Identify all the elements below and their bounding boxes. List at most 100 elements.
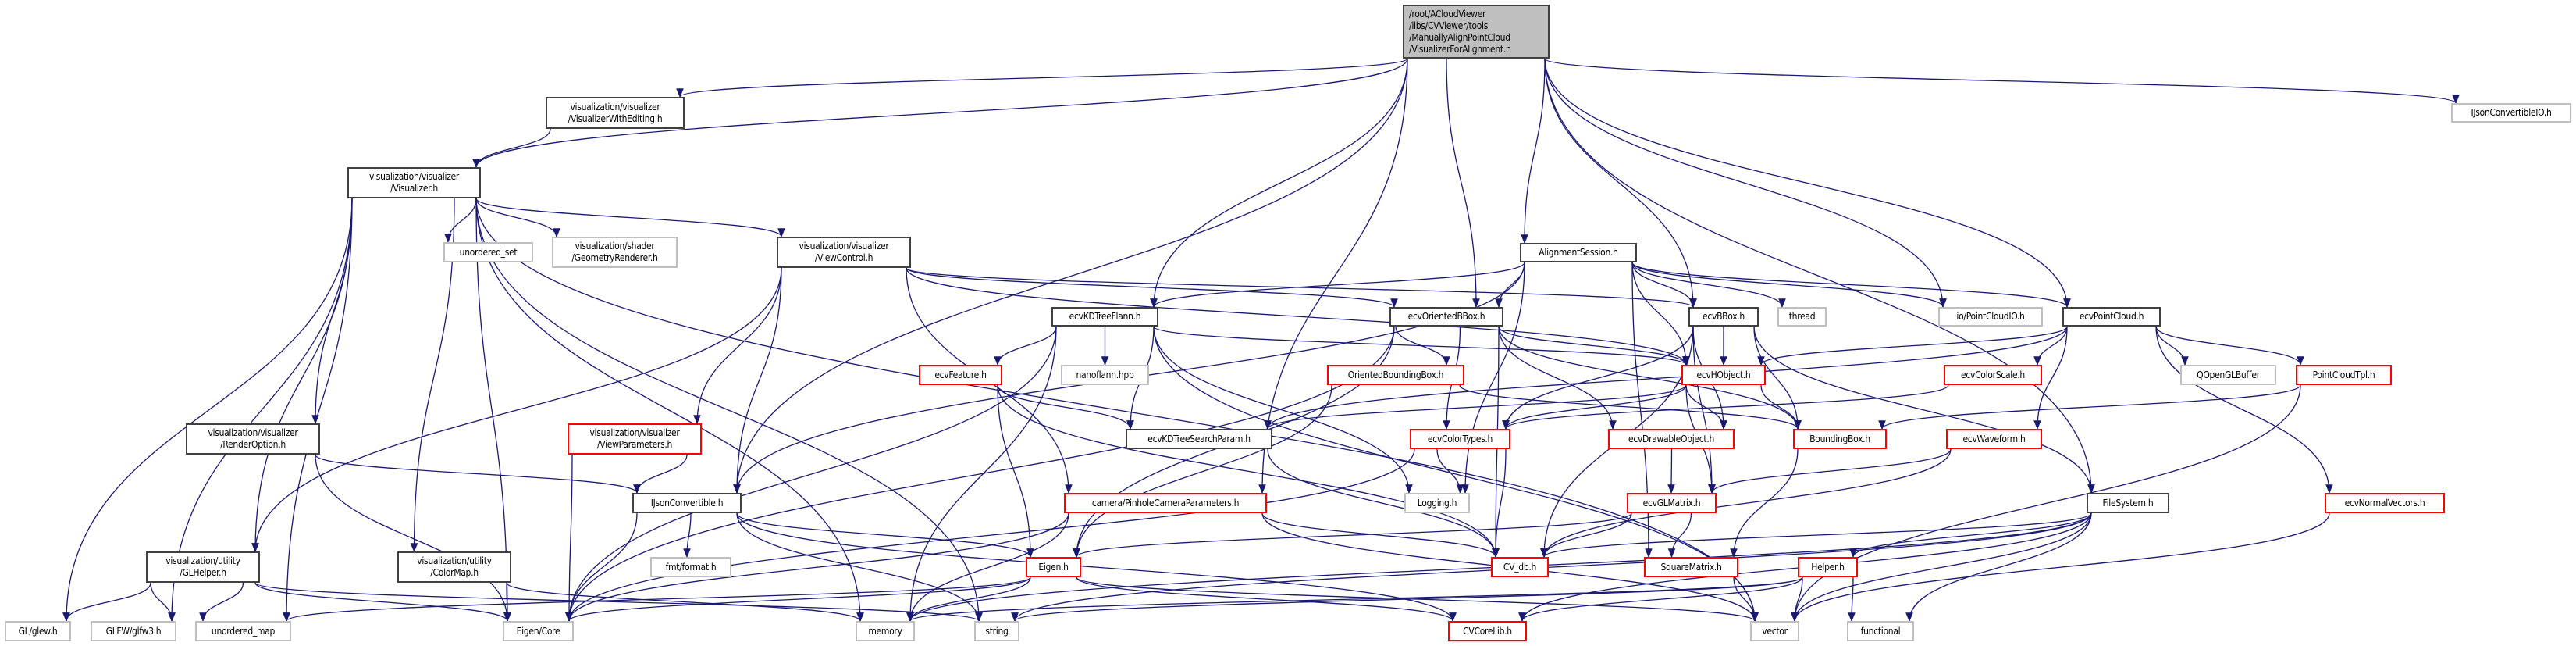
node-dobj[interactable]: ecvDrawableObject.h [1608, 429, 1735, 449]
edge-vis-to-vc [475, 198, 785, 238]
edge-pc-to-wave [2033, 326, 2068, 430]
node-label: visualization/utility [417, 555, 492, 566]
edge-glh-to-str [254, 582, 983, 623]
node-label: /GeometryRenderer.h [571, 252, 658, 263]
node-vp[interactable]: visualization/visualizer/ViewParameters.… [568, 423, 702, 455]
edge-vc-to-hobj [906, 267, 1690, 366]
edge-root-to-pc [1544, 58, 2071, 309]
edge-feat-to-kdsp [997, 384, 1134, 430]
node-bbox[interactable]: ecvBBox.h [1688, 307, 1759, 327]
edge-wave-to-cvdb [1540, 448, 1952, 559]
node-kdf[interactable]: ecvKDTreeFlann.h [1051, 307, 1158, 327]
node-ecore: Eigen/Core [503, 621, 574, 641]
node-kdsp[interactable]: ecvKDTreeSearchParam.h [1126, 429, 1272, 449]
edge-ijc-to-fmt [683, 512, 692, 559]
node-sqm[interactable]: SquareMatrix.h [1644, 557, 1738, 577]
node-fs[interactable]: FileSystem.h [2087, 493, 2169, 513]
edge-obbx-to-eigen [1073, 384, 1332, 559]
node-feat[interactable]: ecvFeature.h [919, 365, 1002, 385]
node-cscale[interactable]: ecvColorScale.h [1944, 365, 2042, 385]
node-label: ecvKDTreeSearchParam.h [1147, 433, 1251, 444]
node-label: ecvHObject.h [1696, 369, 1751, 380]
node-align[interactable]: AlignmentSession.h [1520, 243, 1637, 262]
node-label: PointCloudTpl.h [2312, 369, 2375, 380]
edge-vc-to-glh [251, 267, 782, 553]
edge-pc-to-cscale [2033, 326, 2068, 366]
node-cvdb[interactable]: CV_db.h [1491, 557, 1549, 577]
node-mem: memory [856, 621, 915, 641]
edge-vwe-to-vis [472, 128, 551, 169]
edge-kdf-to-feat [994, 326, 1057, 366]
node-label: ecvOrientedBBox.h [1407, 311, 1485, 322]
edge-pc-to-pctpl [2155, 326, 2304, 366]
node-obb[interactable]: ecvOrientedBBox.h [1389, 307, 1503, 327]
node-label: IJsonConvertibleIO.h [2471, 107, 2552, 118]
edge-root-to-fs [1544, 58, 2095, 494]
edge-pc-to-hobj [1757, 326, 2068, 366]
node-label: /VisualizerWithEditing.h [568, 112, 663, 124]
node-label: visualization/visualizer [570, 101, 660, 112]
node-label: thread [1788, 311, 1816, 322]
node-label: GLFW/glfw3.h [105, 625, 162, 637]
node-glm[interactable]: ecvGLMatrix.h [1627, 493, 1717, 513]
node-vwe[interactable]: visualization/visualizer/VisualizerWithE… [546, 97, 685, 129]
node-ro[interactable]: visualization/visualizer/RenderOption.h [186, 423, 320, 455]
edge-vis-to-ro [311, 198, 353, 425]
node-qogl: QOpenGLBuffer [2180, 365, 2276, 385]
node-label: /ViewParameters.h [596, 439, 673, 450]
edge-root-to-bbox [1544, 58, 1697, 309]
edge-kdf-to-ecore [565, 326, 1057, 623]
node-pin[interactable]: camera/PinholeCameraParameters.h [1064, 493, 1267, 513]
edge-bbox-to-fs [1753, 326, 2095, 494]
node-eigen[interactable]: Eigen.h [1026, 557, 1081, 577]
node-label: /root/ACloudViewer [1409, 8, 1486, 20]
node-helper[interactable]: Helper.h [1798, 557, 1858, 577]
node-label: /RenderOption.h [220, 439, 286, 450]
node-root[interactable]: /root/ACloudViewer/libs/CVViewer/tools/M… [1403, 5, 1550, 59]
node-obbx[interactable]: OrientedBoundingBox.h [1327, 365, 1464, 385]
node-label: /ManuallyAlignPointCloud [1409, 31, 1510, 43]
edge-obb-to-hobj [1498, 326, 1690, 366]
node-label: /ColorMap.h [430, 567, 479, 578]
node-ijc[interactable]: IJsonConvertible.h [632, 493, 742, 513]
node-cvcore[interactable]: CVCoreLib.h [1448, 621, 1527, 641]
node-label: GL/glew.h [18, 625, 58, 637]
edge-ro-to-ijc [315, 454, 641, 494]
node-hobj[interactable]: ecvHObject.h [1681, 365, 1766, 385]
edge-ijc-to-eigen [736, 512, 1034, 559]
edge-helper-to-cvcore [1518, 576, 1803, 623]
node-vis[interactable]: visualization/visualizer/Visualizer.h [347, 167, 481, 198]
node-cmap[interactable]: visualization/utility/ColorMap.h [397, 551, 511, 583]
node-pctpl[interactable]: PointCloudTpl.h [2296, 365, 2392, 385]
node-label: visualization/visualizer [368, 171, 460, 182]
node-label: string [985, 625, 1009, 637]
node-thread: thread [1777, 307, 1827, 327]
node-label: memory [868, 625, 902, 637]
edge-fs-to-vec [1791, 512, 2092, 623]
node-ctypes[interactable]: ecvColorTypes.h [1410, 429, 1510, 449]
edge-pc-to-nvec [2155, 326, 2333, 494]
node-label: SquareMatrix.h [1660, 561, 1722, 573]
edge-obb-to-dobj [1498, 326, 1617, 430]
edge-glh-to-ecore [254, 582, 511, 623]
edge-cscale-to-ctypes [1502, 384, 1949, 430]
edge-bbox-to-glm [1692, 326, 1716, 494]
node-nvec[interactable]: ecvNormalVectors.h [2325, 493, 2445, 513]
edge-glh-to-glew [62, 582, 151, 623]
edge-pc-to-kdsp [1264, 326, 2068, 430]
node-wave[interactable]: ecvWaveform.h [1946, 429, 2042, 449]
edge-align-to-pc [1631, 262, 2071, 309]
node-label: /ViewControl.h [814, 252, 873, 263]
node-label: Eigen.h [1038, 561, 1069, 573]
edge-ijc-to-cvcore [736, 512, 1457, 623]
node-bb[interactable]: BoundingBox.h [1793, 429, 1887, 449]
edge-fs-to-helper [1849, 512, 2092, 559]
edge-vis-to-glh [251, 198, 353, 553]
edge-kdf-to-log [1153, 326, 1413, 494]
node-pc[interactable]: ecvPointCloud.h [2062, 307, 2161, 327]
node-glh[interactable]: visualization/utility/GLHelper.h [146, 551, 260, 583]
edge-feat-to-cvdb [997, 384, 1500, 559]
node-func: functional [1847, 621, 1914, 641]
node-vc[interactable]: visualization/visualizer/ViewControl.h [777, 237, 911, 268]
